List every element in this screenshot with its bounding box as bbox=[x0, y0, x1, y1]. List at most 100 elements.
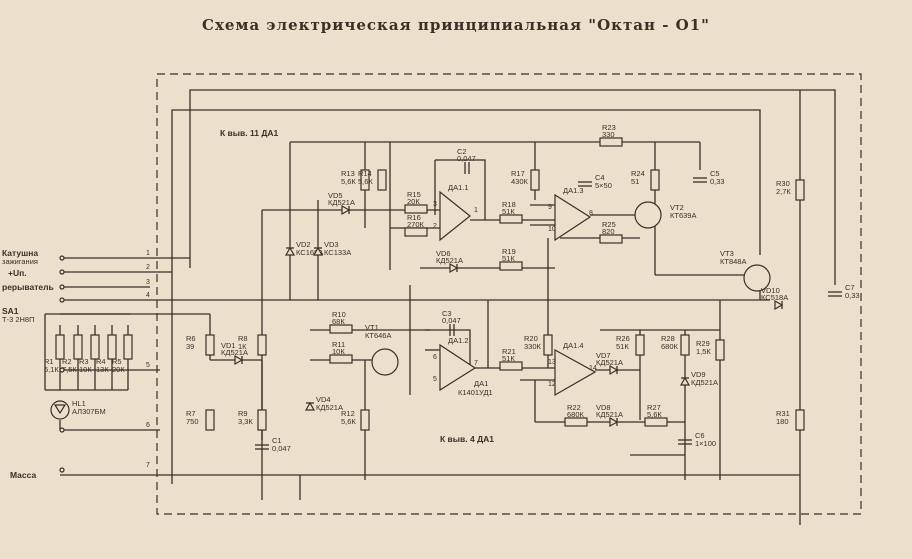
opamp-name: ДА1.2 bbox=[448, 336, 469, 345]
resistor-r26 bbox=[635, 334, 645, 356]
resistor-r19 bbox=[499, 261, 523, 271]
resistor-name: R1 bbox=[44, 357, 54, 366]
resistor-value: 330К bbox=[524, 342, 542, 351]
resistor-name: R20 bbox=[524, 334, 538, 343]
hl1-name: HL1 bbox=[72, 399, 86, 408]
capacitor-c4: C45×50 bbox=[578, 173, 612, 190]
resistor-value: 51К bbox=[502, 354, 515, 363]
resistor-name: R2 bbox=[62, 357, 72, 366]
resistor-r27 bbox=[644, 417, 668, 427]
opamp-pin: 3 bbox=[433, 201, 437, 208]
resistor-name: R8 bbox=[238, 334, 248, 343]
opamp-pin: 10 bbox=[548, 226, 556, 233]
resistor-value: 51 bbox=[631, 177, 639, 186]
connector-pin-5 bbox=[59, 367, 65, 373]
resistor-name: R27 bbox=[647, 403, 661, 412]
resistor-value: 5,6К bbox=[341, 177, 356, 186]
resistor-value: 180 bbox=[776, 417, 789, 426]
capacitor-c2: C20,047 bbox=[457, 147, 476, 174]
note-k11: К выв. 11 ДА1 bbox=[220, 128, 279, 138]
resistor-value: 39 bbox=[186, 342, 194, 351]
resistor-r24 bbox=[650, 169, 660, 191]
diode-type: КС168А bbox=[296, 248, 323, 257]
resistor-r31 bbox=[795, 409, 805, 431]
opamp-pin: 7 bbox=[474, 360, 478, 367]
conn3-label: рерыватель bbox=[2, 282, 54, 292]
resistor-name: R10 bbox=[332, 310, 346, 319]
capacitor-value: 0,33 bbox=[710, 177, 725, 186]
resistor-r28 bbox=[680, 334, 690, 356]
diode-type: КД521А bbox=[328, 198, 355, 207]
resistor-name: R6 bbox=[186, 334, 196, 343]
resistor-name: R29 bbox=[696, 339, 710, 348]
diode-name: VD10 bbox=[761, 286, 780, 295]
schematic-title: Схема электрическая принципиальная "Окта… bbox=[202, 16, 710, 34]
conn7-label: Масса bbox=[10, 470, 36, 480]
opamp-pin: 1 bbox=[474, 207, 478, 214]
resistor-name: R14 bbox=[358, 169, 372, 178]
connector-pin-number: 5 bbox=[146, 362, 150, 369]
resistor-r20 bbox=[543, 334, 553, 356]
transistor-symbols bbox=[371, 201, 771, 376]
opamp-pin: 9 bbox=[548, 204, 552, 211]
diode-name: VD8 bbox=[596, 403, 611, 412]
resistor-r29 bbox=[715, 339, 725, 361]
resistor-r25 bbox=[599, 234, 623, 244]
opamp-name: ДА1.3 bbox=[563, 186, 584, 195]
connector-pin-number: 1 bbox=[146, 250, 150, 257]
capacitor-value: 0,047 bbox=[457, 154, 476, 163]
resistor-r10 bbox=[329, 324, 353, 334]
capacitor-c1: C10,047 bbox=[255, 436, 291, 453]
capacitor-value: 0,047 bbox=[442, 316, 461, 325]
resistor-name: R25 bbox=[602, 220, 616, 229]
capacitor-name: C6 bbox=[695, 431, 705, 440]
resistor-name: R21 bbox=[502, 347, 516, 356]
horizontal-resistors: R23330R1520КR16270КR1851КR1951КR25820R10… bbox=[329, 123, 668, 427]
conn1-label: Катушна bbox=[2, 248, 38, 258]
capacitor-name: C5 bbox=[710, 169, 720, 178]
resistor-name: R18 bbox=[502, 200, 516, 209]
resistor-value: 2,7К bbox=[776, 187, 791, 196]
resistor-r16 bbox=[404, 227, 428, 237]
opamp-name: ДА1.4 bbox=[563, 341, 584, 350]
resistor-r7 bbox=[205, 409, 215, 431]
capacitor-c6: C61×100 bbox=[678, 431, 716, 448]
resistor-name: R30 bbox=[776, 179, 790, 188]
resistor-r6 bbox=[205, 334, 215, 356]
resistor-name: R31 bbox=[776, 409, 790, 418]
resistor-value: 20К bbox=[112, 365, 125, 374]
resistor-r21 bbox=[499, 361, 523, 371]
resistor-name: R9 bbox=[238, 409, 248, 418]
capacitor-c5: C50,33 bbox=[693, 169, 725, 186]
resistor-name: R7 bbox=[186, 409, 196, 418]
connector-pin-number: 7 bbox=[146, 462, 150, 469]
diode-name: VD6 bbox=[436, 249, 451, 258]
resistor-r1 bbox=[55, 334, 65, 360]
resistor-name: R16 bbox=[407, 213, 421, 222]
capacitor-name: C3 bbox=[442, 309, 452, 318]
conn1-label2: зажигания bbox=[2, 257, 38, 266]
diode-type: КД521А bbox=[596, 358, 623, 367]
diode-type: КД521А bbox=[436, 256, 463, 265]
note-da1-type: К1401УД1 bbox=[458, 388, 493, 397]
resistor-value: 5,1К bbox=[44, 365, 59, 374]
capacitor-value: 1×100 bbox=[695, 439, 716, 448]
resistor-r30 bbox=[795, 179, 805, 201]
capacitor-value: 5×50 bbox=[595, 181, 612, 190]
diode-name: VD4 bbox=[316, 395, 331, 404]
hl1-type: АЛ307БМ bbox=[72, 407, 106, 416]
diode-name: VD3 bbox=[324, 240, 339, 249]
resistor-value: 1К bbox=[238, 342, 247, 351]
resistor-r11 bbox=[329, 354, 353, 364]
resistor-r13 bbox=[360, 169, 370, 191]
resistor-r22 bbox=[564, 417, 588, 427]
